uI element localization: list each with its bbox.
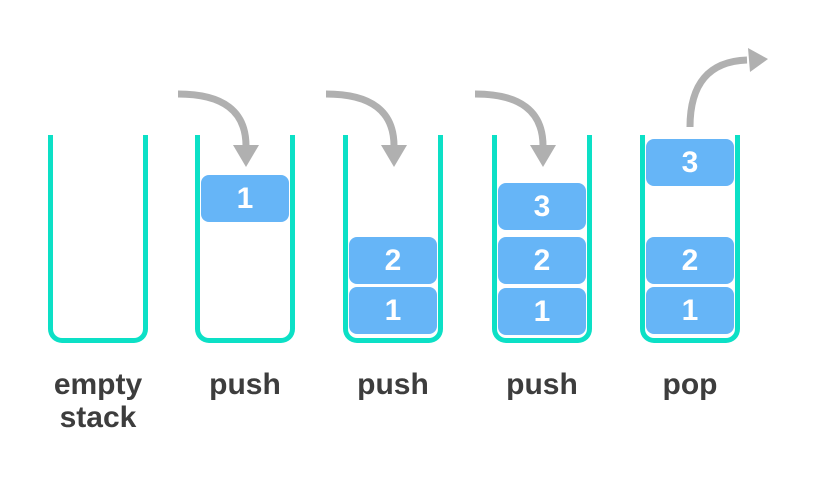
push-arrow-icon — [471, 88, 571, 178]
stage-label-line: empty — [53, 368, 143, 401]
stage-push-1: 1 push — [195, 135, 295, 401]
stage-label: push — [357, 368, 429, 401]
stack-container — [640, 135, 740, 343]
stack-item-2: 2 — [646, 237, 734, 284]
pop-arrow-icon — [655, 40, 780, 135]
stack-item-1: 1 — [498, 288, 586, 335]
stage-label: empty stack — [18, 368, 178, 434]
stage-label: pop — [662, 368, 718, 401]
stack-container — [195, 135, 295, 343]
stage-label: push — [209, 368, 281, 401]
stage-label: push — [506, 368, 578, 401]
stack-item-3: 3 — [498, 183, 586, 230]
stack-container — [48, 135, 148, 343]
stack-container — [343, 135, 443, 343]
stack-item-2: 2 — [498, 237, 586, 284]
stack-item-3-popping: 3 — [646, 139, 734, 186]
stack-item-1: 1 — [201, 175, 289, 222]
stack-item-2: 2 — [349, 237, 437, 284]
stack-item-1: 1 — [646, 287, 734, 334]
push-arrow-icon — [174, 88, 274, 178]
stack-item-1: 1 — [349, 287, 437, 334]
stage-empty-stack: empty stack — [48, 135, 148, 434]
stage-push-2: 2 1 push — [343, 135, 443, 401]
stage-label-line: stack — [59, 401, 137, 434]
stage-push-3: 3 2 1 push — [492, 135, 592, 401]
stage-pop: 3 2 1 pop — [640, 135, 740, 401]
push-arrow-icon — [322, 88, 422, 178]
stack-container — [492, 135, 592, 343]
